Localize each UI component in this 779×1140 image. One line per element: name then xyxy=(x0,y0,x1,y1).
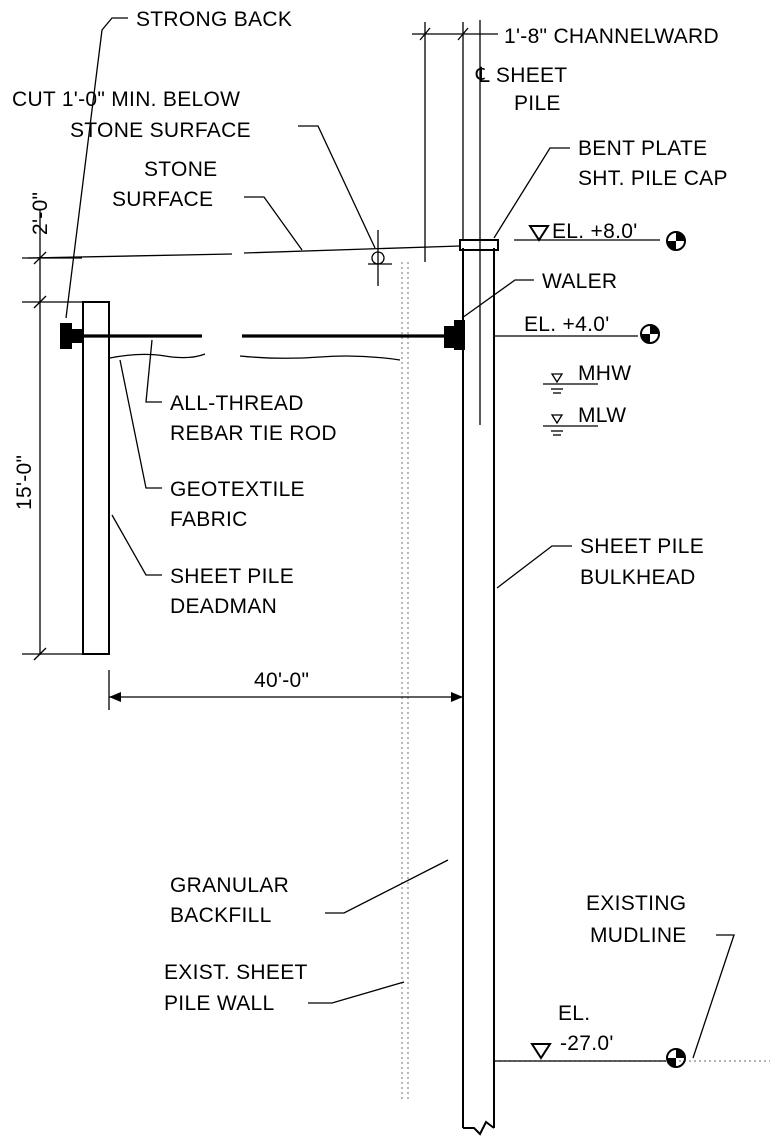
label-exist-wall-1: EXIST. SHEET xyxy=(164,961,308,984)
label-mhw: MHW xyxy=(578,362,631,385)
leader-bulkhead xyxy=(496,545,572,589)
label-bent-plate-2: SHT. PILE CAP xyxy=(578,167,728,190)
leader-deadman xyxy=(111,514,162,576)
label-backfill-1: GRANULAR xyxy=(170,874,289,897)
leader-strong-back xyxy=(65,17,128,319)
label-geotextile-1: GEOTEXTILE xyxy=(170,478,305,501)
label-mlw: MLW xyxy=(578,404,626,427)
label-el-waler: EL. +4.0' xyxy=(524,313,610,336)
leader-waler xyxy=(461,279,534,319)
label-geotextile-2: FABRIC xyxy=(170,508,248,531)
label-bent-plate-1: BENT PLATE xyxy=(578,137,707,160)
leader-mudline xyxy=(692,934,735,1059)
geotextile-fabric-right xyxy=(239,355,401,361)
label-bulkhead-1: SHEET PILE xyxy=(580,535,704,558)
label-bulkhead-2: BULKHEAD xyxy=(580,566,696,589)
label-exist-wall-2: PILE WALL xyxy=(164,992,274,1015)
leader-cut xyxy=(298,125,376,249)
dim-15ft: 15'-0" xyxy=(13,455,36,510)
waler-plate xyxy=(444,326,454,348)
label-el-mud-2: -27.0' xyxy=(560,1032,614,1055)
deadman-pile xyxy=(82,301,110,655)
strong-back-plate xyxy=(60,323,72,349)
stone-surface-line-right xyxy=(243,245,461,254)
el-mud-triangle xyxy=(530,1043,552,1060)
stone-surface-line-left xyxy=(27,253,233,259)
label-tie-rod-1: ALL-THREAD xyxy=(170,392,304,415)
label-cut-2: STONE SURFACE xyxy=(70,119,251,142)
leader-bent-plate xyxy=(493,147,570,239)
pile-cap xyxy=(459,239,499,251)
label-sheet-pile-cl-2: PILE xyxy=(514,92,561,115)
dim-2ft: 2'-0" xyxy=(29,192,52,235)
label-sheet-pile-cl-1: ℄ SHEET xyxy=(475,64,567,87)
waler-block xyxy=(454,320,465,350)
label-deadman-1: SHEET PILE xyxy=(170,565,294,588)
label-channelward: 1'-8" CHANNELWARD xyxy=(504,25,719,48)
leader-backfill xyxy=(325,859,449,914)
label-strong-back: STRONG BACK xyxy=(136,8,292,31)
label-stone-surface-2: SURFACE xyxy=(112,188,213,211)
leader-exist-wall xyxy=(308,981,405,1004)
label-deadman-2: DEADMAN xyxy=(170,595,277,618)
label-tie-rod-2: REBAR TIE ROD xyxy=(170,422,337,445)
label-stone-surface-1: STONE xyxy=(144,158,217,181)
label-cut-1: CUT 1'-0" MIN. BELOW xyxy=(12,88,240,111)
label-el-mud-1: EL. xyxy=(558,1002,590,1025)
el-top-triangle xyxy=(528,225,550,242)
label-mudline-1: EXISTING xyxy=(586,892,686,915)
dim-40ft: 40'-0" xyxy=(254,669,309,692)
label-waler: WALER xyxy=(542,270,617,293)
label-el-top: EL. +8.0' xyxy=(552,220,638,243)
geotextile-fabric-left xyxy=(109,353,206,359)
strong-back-nut xyxy=(72,329,83,343)
label-backfill-2: BACKFILL xyxy=(170,904,272,927)
label-mudline-2: MUDLINE xyxy=(590,924,687,947)
leader-geotextile xyxy=(119,359,162,489)
leader-stone-surface xyxy=(244,196,303,251)
bulkhead-break-mark xyxy=(463,1120,495,1136)
leader-tie-rod xyxy=(145,339,162,403)
